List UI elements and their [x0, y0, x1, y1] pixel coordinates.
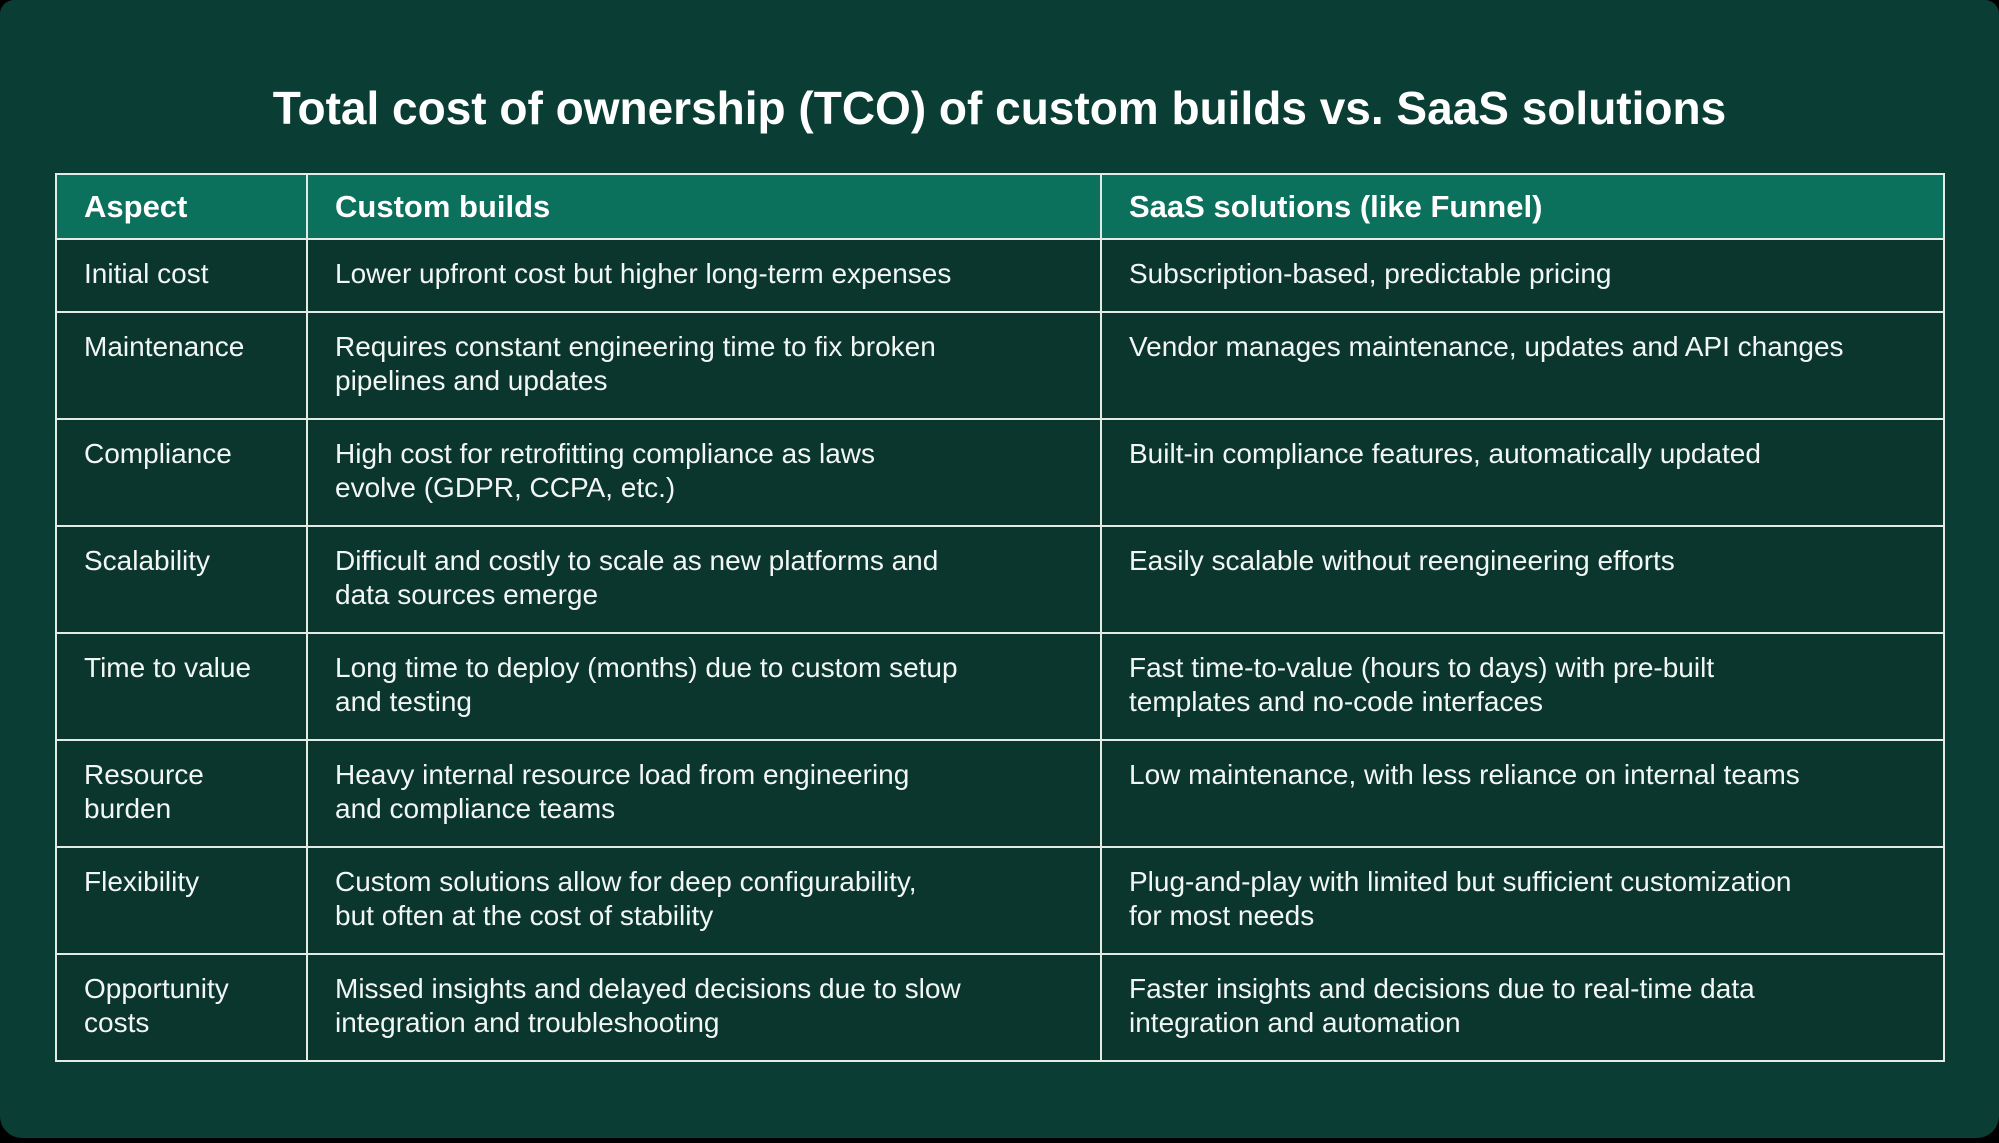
aspect-cell: Opportunity costs	[55, 953, 308, 1062]
table-row: Initial cost Lower upfront cost but high…	[55, 238, 1945, 313]
saas-solutions-cell: Fast time-to-value (hours to days) with …	[1100, 632, 1945, 741]
table-row: Flexibility Custom solutions allow for d…	[55, 846, 1945, 955]
table-row: Resource burden Heavy internal resource …	[55, 739, 1945, 848]
aspect-cell: Flexibility	[55, 846, 308, 955]
aspect-cell: Scalability	[55, 525, 308, 634]
table-row: Compliance High cost for retrofitting co…	[55, 418, 1945, 527]
aspect-cell: Compliance	[55, 418, 308, 527]
table-body: Initial cost Lower upfront cost but high…	[55, 238, 1945, 1062]
aspect-cell: Maintenance	[55, 311, 308, 420]
table-header-row: Aspect Custom builds SaaS solutions (lik…	[55, 173, 1945, 240]
table-row: Scalability Difficult and costly to scal…	[55, 525, 1945, 634]
saas-solutions-cell: Plug-and-play with limited but sufficien…	[1100, 846, 1945, 955]
custom-builds-cell: High cost for retrofitting compliance as…	[306, 418, 1102, 527]
saas-solutions-cell: Low maintenance, with less reliance on i…	[1100, 739, 1945, 848]
column-header-custom-builds: Custom builds	[306, 173, 1102, 240]
custom-builds-cell: Missed insights and delayed decisions du…	[306, 953, 1102, 1062]
table-row: Time to value Long time to deploy (month…	[55, 632, 1945, 741]
custom-builds-cell: Requires constant engineering time to fi…	[306, 311, 1102, 420]
saas-solutions-cell: Subscription-based, predictable pricing	[1100, 238, 1945, 313]
custom-builds-cell: Heavy internal resource load from engine…	[306, 739, 1102, 848]
tco-comparison-table: Aspect Custom builds SaaS solutions (lik…	[55, 173, 1945, 1062]
saas-solutions-cell: Built-in compliance features, automatica…	[1100, 418, 1945, 527]
custom-builds-cell: Long time to deploy (months) due to cust…	[306, 632, 1102, 741]
custom-builds-cell: Difficult and costly to scale as new pla…	[306, 525, 1102, 634]
saas-solutions-cell: Faster insights and decisions due to rea…	[1100, 953, 1945, 1062]
table-row: Opportunity costs Missed insights and de…	[55, 953, 1945, 1062]
aspect-cell: Initial cost	[55, 238, 308, 313]
saas-solutions-cell: Vendor manages maintenance, updates and …	[1100, 311, 1945, 420]
aspect-cell: Resource burden	[55, 739, 308, 848]
column-header-aspect: Aspect	[55, 173, 308, 240]
column-header-saas-solutions: SaaS solutions (like Funnel)	[1100, 173, 1945, 240]
custom-builds-cell: Custom solutions allow for deep configur…	[306, 846, 1102, 955]
table-row: Maintenance Requires constant engineerin…	[55, 311, 1945, 420]
custom-builds-cell: Lower upfront cost but higher long-term …	[306, 238, 1102, 313]
page-title: Total cost of ownership (TCO) of custom …	[272, 82, 1727, 134]
aspect-cell: Time to value	[55, 632, 308, 741]
saas-solutions-cell: Easily scalable without reengineering ef…	[1100, 525, 1945, 634]
